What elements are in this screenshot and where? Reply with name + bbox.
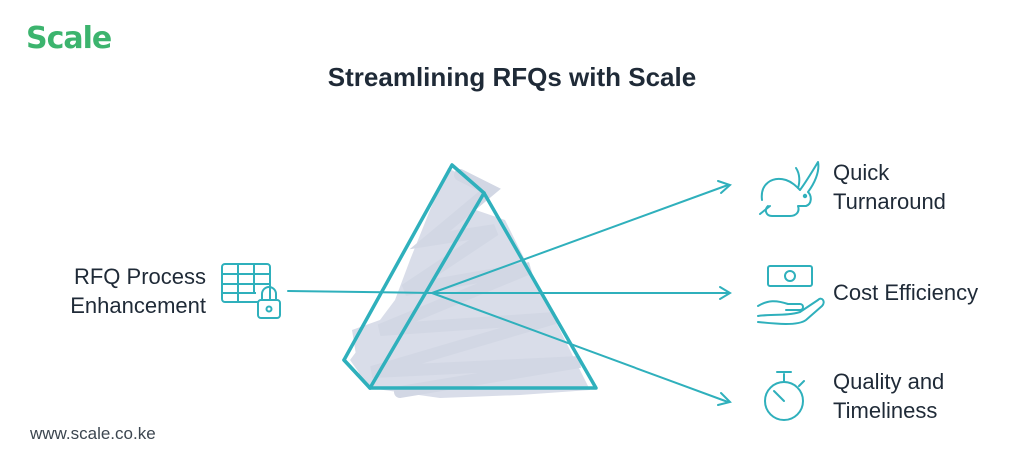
prism-scribbles bbox=[370, 169, 581, 398]
output-label-line1: Cost Efficiency bbox=[833, 280, 979, 305]
input-label: RFQ Process Enhancement bbox=[70, 262, 206, 320]
scale-logo: Scale bbox=[26, 21, 112, 56]
output-beam-quality bbox=[431, 292, 729, 403]
rabbit-icon bbox=[759, 161, 820, 217]
output-label-line2: Timeliness bbox=[833, 398, 938, 423]
input-label-line1: RFQ Process bbox=[73, 264, 206, 289]
output-label-quick-turnaround: Quick Turnaround bbox=[833, 158, 946, 216]
output-beam-quick bbox=[431, 184, 729, 294]
output-label-line1: Quick bbox=[833, 160, 890, 185]
output-label-line2: Turnaround bbox=[833, 189, 946, 214]
output-label-line1: Quality and bbox=[833, 369, 945, 394]
footer-url: www.scale.co.ke bbox=[30, 424, 156, 443]
input-beam bbox=[287, 290, 433, 294]
arrowhead-quality bbox=[717, 392, 732, 406]
prism-outline bbox=[342, 163, 598, 390]
output-label-cost-efficiency: Cost Efficiency bbox=[833, 278, 978, 307]
output-label-quality: Quality and Timeliness bbox=[833, 367, 944, 425]
input-label-line2: Enhancement bbox=[70, 293, 206, 318]
arrowhead-quick bbox=[717, 180, 732, 194]
table-lock-icon bbox=[221, 263, 281, 319]
page-title: Streamlining RFQs with Scale bbox=[327, 62, 697, 92]
stopwatch-icon bbox=[764, 371, 805, 421]
money-hand-icon bbox=[757, 265, 825, 325]
arrowhead-cost bbox=[719, 286, 732, 300]
